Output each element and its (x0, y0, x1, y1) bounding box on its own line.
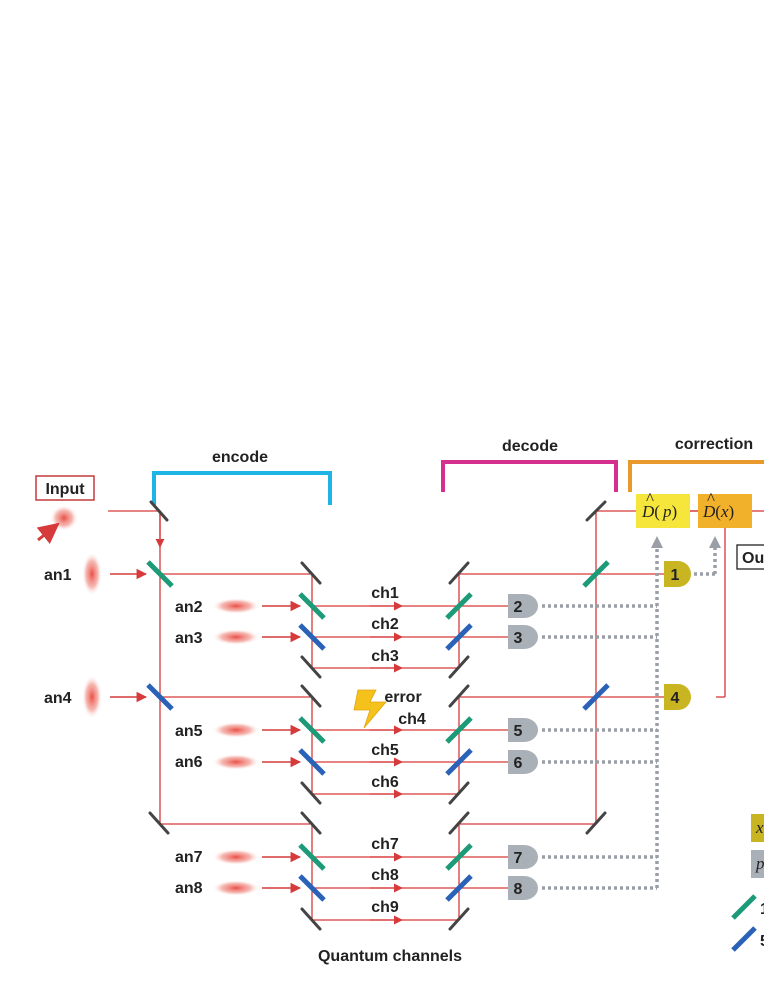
ancilla-an3: an3 (175, 629, 302, 647)
mirrors (148, 500, 607, 931)
mirror (585, 811, 607, 835)
detector-6: 6 (508, 750, 538, 774)
ch9-label: ch9 (371, 899, 399, 916)
input-arrow (36, 522, 60, 545)
detector-8: 8 (508, 876, 538, 900)
correction-label: correction (675, 436, 753, 453)
ancilla-an5: an5 (175, 722, 302, 740)
ancilla-an7: an7 (175, 849, 302, 866)
output-box: Ou (736, 544, 764, 570)
an3-label: an3 (175, 630, 203, 647)
output-label: Ou (742, 550, 764, 567)
mirror (448, 561, 470, 585)
d-hat-x: D (702, 502, 716, 521)
correction-bracket: correction (628, 436, 764, 492)
svg-text:7: 7 (514, 850, 523, 867)
legend-partial: x p 1 5 (731, 814, 764, 952)
an1-label: an1 (44, 567, 72, 584)
input-box: Input (35, 475, 95, 501)
arrow-up-icon (651, 536, 663, 548)
legend-homodyne-x-swatch (751, 814, 764, 842)
ancilla-an2: an2 (175, 598, 302, 616)
mirror (300, 561, 322, 585)
ancilla-an4: an4 (44, 675, 148, 719)
ch8-label: ch8 (371, 867, 399, 884)
displacement-p-box: D(p) ^ (636, 489, 690, 528)
an8-label: an8 (175, 880, 203, 897)
channel-arrows (370, 601, 403, 925)
an4-label: an4 (44, 690, 72, 707)
mirror (300, 811, 322, 835)
svg-text:2: 2 (514, 599, 523, 616)
legend-homodyne-p-swatch (751, 850, 764, 878)
svg-text:5: 5 (760, 933, 764, 950)
mirror (448, 907, 470, 931)
error-label: error (384, 689, 421, 706)
ancilla-an8: an8 (175, 880, 302, 897)
svg-text:1: 1 (671, 567, 680, 584)
an7-label: an7 (175, 849, 203, 866)
ch5-label: ch5 (371, 742, 399, 759)
legend-green-bs (731, 894, 757, 920)
ch1-label: ch1 (371, 585, 399, 602)
an5-label: an5 (175, 723, 203, 740)
svg-text:4: 4 (671, 690, 680, 707)
encode-label: encode (212, 449, 268, 466)
mirror (300, 684, 322, 708)
svg-text:D(p): D(p) (641, 502, 677, 521)
mirror (585, 500, 607, 522)
ch4-label: ch4 (398, 711, 426, 728)
svg-text:5: 5 (514, 723, 523, 740)
legend-blue-bs (731, 926, 757, 952)
svg-text:^: ^ (707, 489, 715, 508)
input-label: Input (45, 481, 85, 498)
lightning-icon (353, 689, 387, 729)
ch7-label: ch7 (371, 836, 399, 853)
mirror-input (149, 500, 169, 522)
an2-label: an2 (175, 599, 203, 616)
svg-text:8: 8 (514, 881, 523, 898)
mirror (300, 655, 322, 679)
svg-text:^: ^ (646, 489, 654, 508)
ancilla-an1: an1 (44, 552, 148, 596)
encode-bracket: encode (152, 449, 332, 505)
decode-bracket: decode (441, 438, 618, 492)
mirror (448, 655, 470, 679)
svg-text:x: x (755, 818, 764, 837)
displacement-x-box: D(x) ^ (698, 489, 752, 528)
svg-text:1: 1 (760, 901, 764, 918)
arrow-up-icon (709, 536, 721, 548)
an6-label: an6 (175, 754, 203, 771)
mirror (448, 781, 470, 805)
ch6-label: ch6 (371, 774, 399, 791)
detector-5: 5 (508, 718, 538, 742)
d-hat-p: D (641, 502, 655, 521)
error-marker: error (353, 689, 422, 729)
ch3-label: ch3 (371, 648, 399, 665)
ch2-label: ch2 (371, 616, 399, 633)
mirror (300, 781, 322, 805)
quantum-channels-label: Quantum channels (318, 948, 462, 965)
ancilla-an6: an6 (175, 754, 302, 771)
mirror (448, 684, 470, 708)
svg-text:D(x): D(x) (702, 502, 734, 521)
detector-4: 4 (664, 684, 691, 710)
green-beam-splitters (146, 560, 610, 871)
mirror (148, 811, 170, 835)
svg-text:3: 3 (514, 630, 523, 647)
detector-3: 3 (508, 625, 538, 649)
classical-feedforward (542, 546, 717, 890)
decode-label: decode (502, 438, 558, 455)
blue-beam-splitters (146, 623, 610, 902)
channel-labels: ch1 ch2 ch3 ch4 ch5 ch6 ch7 ch8 ch9 (371, 585, 426, 916)
mirror (300, 907, 322, 931)
detector-7: 7 (508, 845, 538, 869)
svg-text:6: 6 (514, 755, 523, 772)
svg-text:p: p (755, 854, 764, 873)
mirror (448, 811, 470, 835)
detector-2: 2 (508, 594, 538, 618)
detector-1: 1 (664, 561, 691, 587)
